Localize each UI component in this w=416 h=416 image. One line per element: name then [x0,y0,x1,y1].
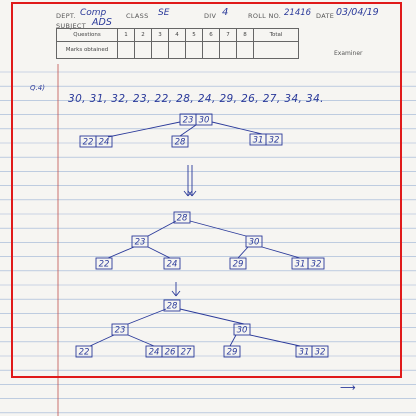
tree3-leaf-key: 31 [299,348,310,358]
tree1-root-key: 23 [183,116,194,126]
tree1-leaf-key: 22 [83,138,94,148]
tree-edge [89,334,115,347]
key-cell [307,257,325,270]
marks-table-header: Total [253,28,299,42]
tree-edge [261,246,301,259]
tree2-internal-key: 30 [249,238,260,248]
next-page-arrow: ⟶ [340,381,356,394]
tree-edge [107,246,135,259]
tree2-internal-key: 23 [135,238,146,248]
subject-label: SUBJECT [56,22,86,30]
key-cell [95,257,113,270]
tree1-root-key: 30 [199,116,210,126]
tree3-root-key: 28 [167,302,178,312]
tree-edge [147,246,171,259]
key-cell [131,235,149,248]
tree2-leaf-key: 29 [233,260,244,270]
tree3-leaf-key: 27 [181,348,192,358]
tree-edge [147,220,177,237]
dept-value: Comp [80,8,107,18]
roll-label: ROLL NO. [248,12,282,20]
key-cell [95,135,113,148]
key-cell [311,345,329,358]
key-sequence: 30, 31, 32, 23, 22, 28, 24, 29, 26, 27, … [68,93,324,105]
key-cell [223,345,241,358]
arrow-head [191,190,197,197]
arrow-head [187,190,193,197]
class-label: CLASS [126,12,149,20]
tree2-leaf-key: 22 [99,260,110,270]
tree2-root-key: 28 [177,214,188,224]
tree3-internal-key: 30 [237,326,248,336]
tree-edge [249,334,301,347]
tree1-leaf-key: 32 [269,136,280,146]
div-label: DIV [204,12,217,20]
tree3-leaf-key: 29 [227,348,238,358]
tree2-leaf-key: 24 [167,260,178,270]
tree-edge [189,220,247,237]
arrow-head [171,290,177,297]
tree-edge [229,334,237,347]
tree2-leaf-key: 32 [311,260,322,270]
tree3-leaf-key: 26 [165,348,176,358]
marks-table-cell [253,41,299,59]
tree3-leaf-key: 24 [149,348,160,358]
tree3-leaf-key: 22 [79,348,90,358]
tree3-leaf-key: 32 [315,348,326,358]
tree-edge [179,308,245,325]
arrow-head [183,190,189,197]
tree1-leaf-key: 31 [253,136,264,146]
marks-table: Questions 1 2 3 4 5 6 7 8 Total Marks ob… [56,28,299,59]
tree-edge [237,246,249,259]
class-value: SE [158,8,170,18]
dept-label: DEPT. [56,12,76,20]
date-label: DATE [316,12,335,20]
key-cell [163,257,181,270]
div-value: 4 [222,7,229,18]
tree-edge [179,124,197,137]
key-cell [111,323,129,336]
subject-value: ADS [92,17,112,28]
tree-edge [211,121,263,135]
marks-table-row-marks: Marks obtained [56,41,299,59]
arrow-head [175,290,181,297]
key-cell [265,133,283,146]
marks-table-row-questions: Questions 1 2 3 4 5 6 7 8 Total [56,28,299,42]
question-number: Q.4) [30,84,45,92]
tree2-leaf-key: 31 [295,260,306,270]
tree-edge [127,308,167,325]
key-cell [173,211,191,224]
date-value: 03/04/19 [336,7,379,18]
key-cell [163,299,181,312]
tree-edge [107,121,181,138]
key-cell [195,113,213,126]
roll-value: 21416 [284,8,312,18]
key-cell [177,345,195,358]
key-cell [245,235,263,248]
key-cell [233,323,251,336]
tree3-internal-key: 23 [115,326,126,336]
key-cell [75,345,93,358]
tree-edge [127,334,155,347]
tree1-leaf-key: 28 [175,138,186,148]
examiner-label: Examiner [334,50,363,57]
tree1-leaf-key: 24 [99,138,110,148]
